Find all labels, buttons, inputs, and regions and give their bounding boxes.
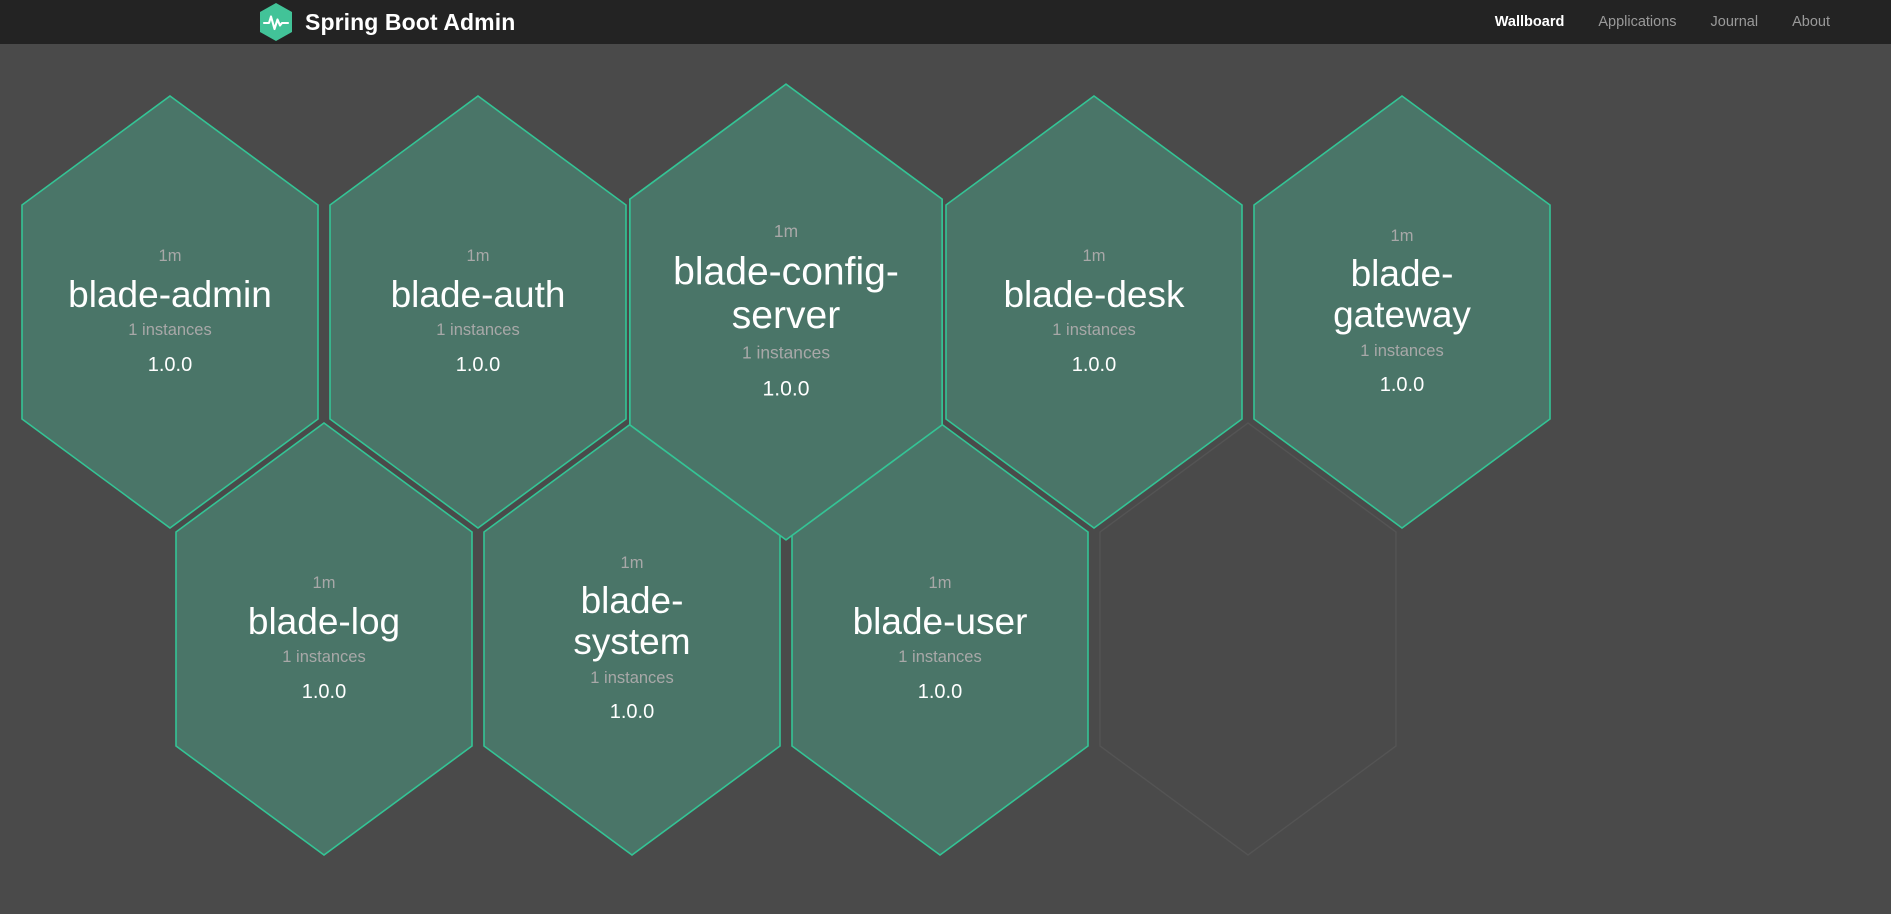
- nav-item-wallboard[interactable]: Wallboard: [1494, 14, 1565, 30]
- nav-item-journal[interactable]: Journal: [1710, 14, 1759, 30]
- nav-item-about[interactable]: About: [1792, 14, 1830, 30]
- main-nav: Wallboard Applications Journal About: [1478, 14, 1847, 30]
- empty-hexagon-placeholder: [1098, 421, 1398, 857]
- top-navigation-bar: Spring Boot Admin Wallboard Applications…: [0, 0, 1891, 44]
- brand-home-link[interactable]: Spring Boot Admin: [258, 2, 515, 42]
- nav-item-applications[interactable]: Applications: [1598, 14, 1677, 30]
- app-title: Spring Boot Admin: [305, 8, 516, 35]
- spring-boot-admin-logo-icon: [258, 2, 294, 42]
